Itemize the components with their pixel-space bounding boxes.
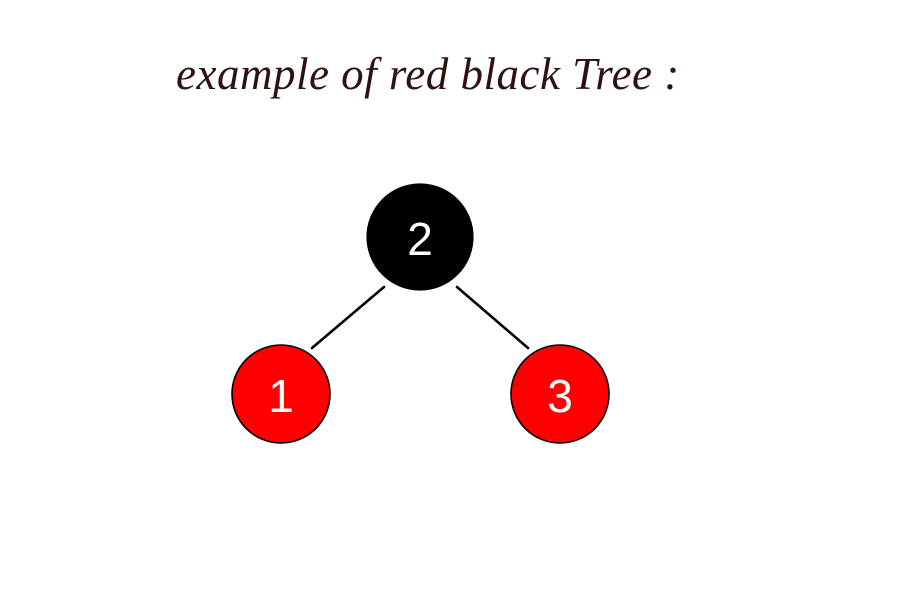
node-circle-root[interactable] bbox=[366, 183, 474, 291]
edge-root-to-left-child bbox=[310, 285, 386, 350]
node-circle-left-child[interactable] bbox=[231, 344, 331, 444]
node-label-root: 2 bbox=[407, 213, 433, 265]
tree-node-root[interactable]: 2 bbox=[366, 183, 474, 291]
node-circle-right-child[interactable] bbox=[510, 344, 610, 444]
page-title: example of red black Tree : bbox=[176, 49, 680, 99]
node-label-right-child: 3 bbox=[547, 370, 573, 422]
node-label-left-child: 1 bbox=[268, 370, 294, 422]
edge-root-to-right-child bbox=[455, 285, 530, 350]
tree-node-left-child[interactable]: 1 bbox=[231, 344, 331, 444]
tree-node-right-child[interactable]: 3 bbox=[510, 344, 610, 444]
